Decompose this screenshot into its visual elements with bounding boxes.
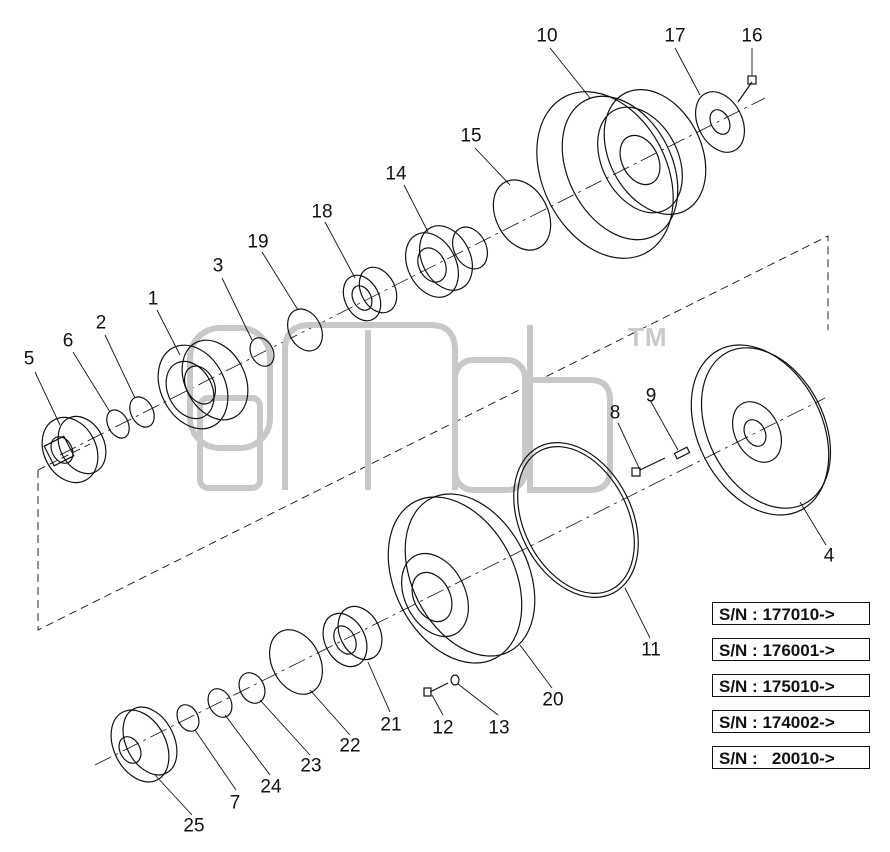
callout-22: 22 [339, 735, 361, 757]
upper-axis-line [59, 97, 766, 456]
serial-number-box-1: S/N : 177010-> [712, 602, 870, 625]
lower-axis-line [94, 397, 826, 766]
part-23-ring [238, 672, 266, 704]
part-4-disc [690, 344, 832, 516]
callout-1: 1 [147, 288, 159, 310]
leader-lines [34, 47, 827, 816]
callout-11: 11 [641, 639, 661, 661]
callout-13: 13 [488, 717, 510, 739]
part-14-gear-hub [405, 225, 489, 298]
part-24-ring [207, 688, 233, 718]
callout-18: 18 [311, 201, 333, 223]
callout-14: 14 [385, 163, 407, 185]
callout-17: 17 [664, 25, 686, 47]
callout-19: 19 [247, 231, 269, 253]
part-7-ring [176, 704, 200, 732]
callout-8: 8 [609, 402, 621, 424]
callout-21: 21 [380, 714, 402, 736]
part-17-plate [695, 91, 745, 153]
callout-10: 10 [536, 25, 558, 47]
part-9-clip [673, 446, 691, 460]
callout-2: 2 [95, 312, 107, 334]
serial-number-box-3: S/N : 175010-> [712, 674, 870, 697]
part-18-bearing [342, 266, 398, 322]
serial-number-box-4: S/N : 174002-> [712, 710, 870, 733]
part-2-snap-ring [129, 396, 155, 428]
callout-16: 16 [741, 25, 763, 47]
callout-3: 3 [212, 255, 224, 277]
part-15-o-ring [492, 179, 552, 251]
serial-number-box-5: S/N : 20010-> [712, 746, 870, 769]
part-10-impeller-housing [536, 88, 707, 259]
callout-5: 5 [23, 348, 35, 370]
serial-number-box-2: S/N : 176001-> [712, 638, 870, 661]
part-3-ring [249, 337, 275, 367]
part-22-plate [269, 629, 323, 695]
part-5-flange [41, 415, 107, 484]
part-21-bearing [322, 605, 383, 668]
callout-9: 9 [645, 385, 657, 407]
callout-6: 6 [62, 330, 74, 352]
part-16-bolt [737, 75, 757, 103]
part-25-flange [110, 706, 178, 783]
part-20-housing [387, 493, 536, 664]
callout-4: 4 [823, 545, 835, 567]
callout-24: 24 [260, 776, 282, 798]
part-13-washer [450, 674, 460, 686]
part-1-turbine [157, 339, 249, 430]
callout-20: 20 [542, 689, 564, 711]
callout-7: 7 [229, 792, 241, 814]
part-11-seal-ring [513, 442, 639, 598]
watermark-logo [187, 322, 613, 493]
part-12-bolt [423, 682, 449, 697]
callout-25: 25 [183, 815, 205, 837]
part-8-bolt [631, 457, 666, 477]
part-19-ring [286, 308, 324, 352]
callout-12: 12 [432, 717, 454, 739]
watermark-trademark: TM [628, 322, 668, 352]
callout-15: 15 [460, 125, 482, 147]
part-6-ring [106, 409, 130, 439]
callout-23: 23 [300, 755, 322, 777]
